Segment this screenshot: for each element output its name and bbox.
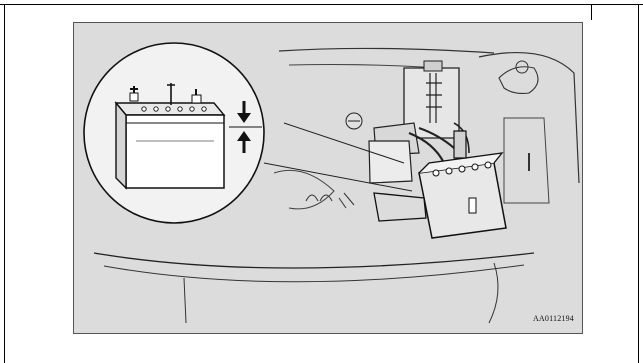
figure-code: AA0112194 (533, 314, 574, 323)
right-rule (638, 4, 639, 363)
column-divider (591, 4, 592, 20)
engine-compartment-illustration (74, 23, 583, 334)
battery-figure: AA0112194 (73, 22, 583, 334)
left-rule (4, 4, 5, 363)
top-rule (0, 4, 643, 5)
